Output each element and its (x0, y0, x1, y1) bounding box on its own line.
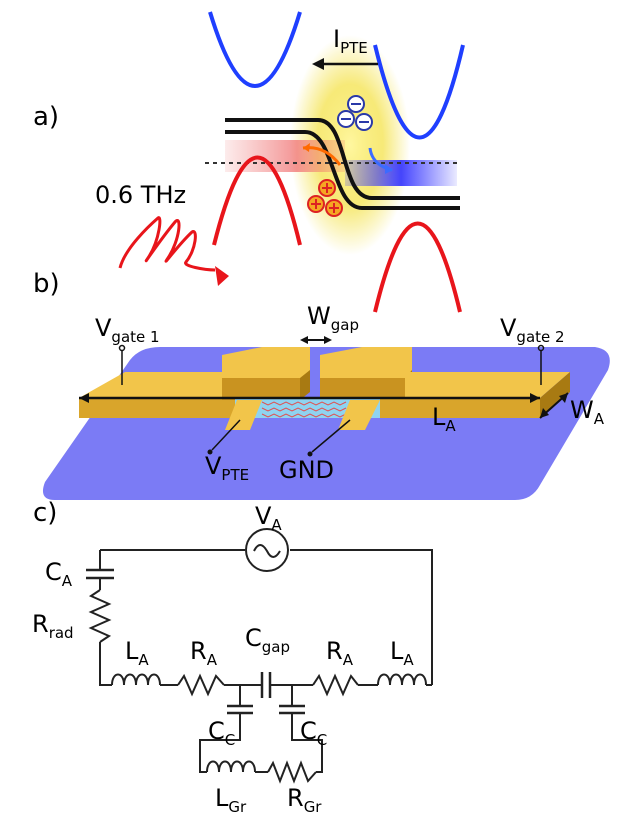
wa-label: WA (570, 396, 605, 428)
hole-signs (311, 183, 339, 213)
current-label: IPTE (333, 25, 368, 57)
right-antenna-side (540, 372, 570, 418)
hole-flow-arrowhead (303, 143, 310, 152)
right-gate-top (320, 347, 412, 378)
left-antenna-front (79, 398, 235, 418)
n-doped-region (345, 160, 457, 186)
wgap-label: Wgap (307, 302, 359, 334)
la-label: LA (432, 403, 456, 435)
left-conduction-band (208, 11, 302, 88)
left-antenna-top (79, 372, 235, 398)
panel-label-c: c) (33, 498, 57, 528)
la-left-label: LA (125, 637, 149, 669)
electron-signs (341, 103, 369, 123)
frequency-label: 0.6 THz (95, 181, 186, 209)
cgap-label: Cgap (245, 624, 290, 656)
electron-flow-arrowhead (385, 164, 393, 174)
vgate2-label: Vgate 2 (500, 314, 565, 346)
band-edge-upper (225, 118, 460, 200)
thz-wave-arrowhead (215, 266, 229, 286)
right-antenna-front (380, 398, 540, 418)
current-label-main: I (333, 25, 340, 53)
ra-right-resistor (312, 673, 359, 697)
rgr-resistor (267, 760, 317, 784)
lgr-label: LGr (215, 784, 247, 816)
left-gate-top (222, 347, 310, 378)
left-gate-front (222, 378, 300, 400)
right-antenna-top (405, 372, 570, 398)
gnd-label: GND (279, 456, 334, 484)
band-diagram: IPTE (205, 11, 465, 313)
va-label: VA (255, 502, 282, 534)
vpte-contact (225, 400, 262, 430)
rgr-label: RGr (287, 784, 322, 816)
right-conduction-band (373, 44, 465, 140)
thz-wave (118, 216, 229, 286)
la-left-inductor (111, 673, 161, 686)
rrad-label: Rrad (32, 610, 74, 642)
ra-left-label: RA (190, 637, 218, 669)
panel-label-a: a) (33, 102, 59, 132)
equivalent-circuit: VA CA Rrad LA RA Cgap RA LA CC CC LGr (32, 502, 433, 816)
ca-label: CA (45, 558, 73, 590)
thz-wave-path (118, 216, 216, 272)
cc-right-label: CC (300, 717, 327, 749)
lgr-inductor (206, 760, 256, 773)
current-label-sub: PTE (340, 39, 368, 57)
device-schematic: Vgate 1 Vgate 2 Wgap LA WA VPTE GND (42, 302, 610, 500)
current-arrowhead (312, 58, 324, 70)
gnd-contact (338, 400, 380, 430)
left-valence-band (212, 155, 302, 246)
panel-label-b: b) (33, 269, 60, 299)
ra-right-label: RA (326, 637, 354, 669)
ra-left-resistor (177, 673, 225, 697)
left-gate-side (300, 370, 310, 400)
vpte-label: VPTE (205, 452, 249, 484)
cc-left-label: CC (208, 717, 235, 749)
graphene-channel (261, 401, 347, 418)
right-valence-band (373, 221, 462, 313)
band-edge-lower (225, 130, 460, 210)
la-right-inductor (377, 673, 427, 686)
la-right-label: LA (390, 637, 414, 669)
rrad-resistor (88, 589, 112, 643)
vgate1-label: Vgate 1 (95, 314, 160, 346)
right-gate-front (320, 378, 405, 400)
